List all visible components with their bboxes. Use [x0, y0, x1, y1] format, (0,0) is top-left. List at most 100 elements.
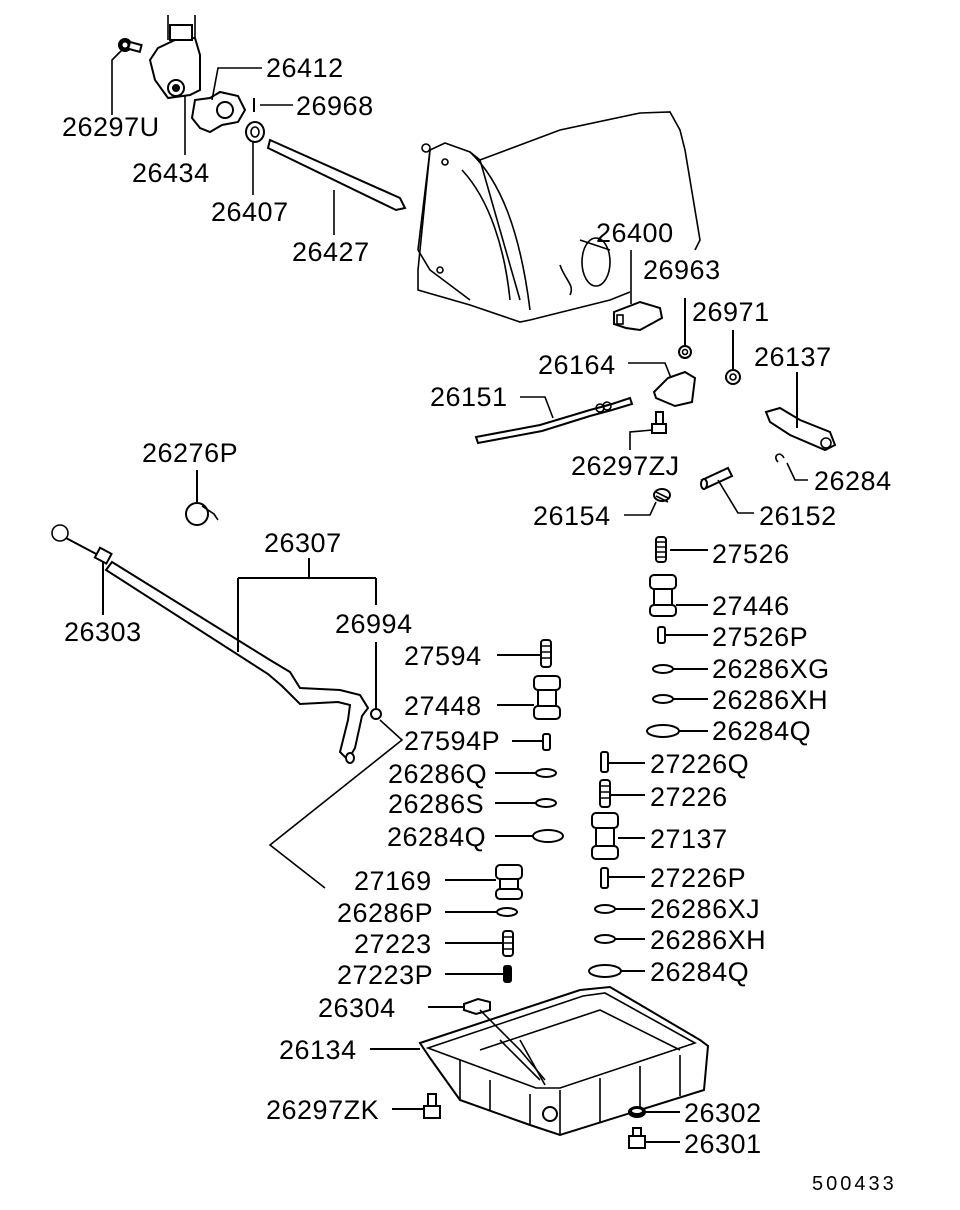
spring-27594: [540, 639, 552, 668]
rod-26151: [474, 396, 634, 445]
label-26286XG[interactable]: 26286XG: [712, 654, 830, 684]
label-26286P[interactable]: 26286P: [337, 898, 433, 928]
lever-26137: [764, 406, 837, 452]
label-26164[interactable]: 26164: [538, 350, 616, 380]
label-27137[interactable]: 27137: [650, 824, 728, 854]
spring-27226Q: [600, 751, 609, 773]
label-27226[interactable]: 27226: [650, 782, 728, 812]
plug-27223P: [503, 965, 512, 983]
o-ring-26286P: [496, 907, 518, 917]
manual-lever-26412: [190, 90, 247, 134]
label-26286XH[interactable]: 26286XH: [650, 925, 766, 955]
label-27594P[interactable]: 27594P: [404, 726, 500, 756]
diagram-reference-number: 500433: [812, 1173, 897, 1195]
piston-27446: [649, 574, 677, 617]
label-26284Q[interactable]: 26284Q: [387, 822, 486, 852]
label-27226Q[interactable]: 27226Q: [650, 749, 749, 779]
seal-26407: [245, 121, 265, 143]
clamp-26276P: [185, 502, 219, 526]
label-26152[interactable]: 26152: [759, 501, 837, 531]
label-27446[interactable]: 27446: [712, 591, 790, 621]
label-26304[interactable]: 26304: [318, 993, 396, 1023]
nut-26971: [725, 369, 741, 385]
shaft-26427: [266, 138, 407, 212]
label-26963[interactable]: 26963: [643, 255, 721, 285]
oil-pan-26134: [418, 985, 710, 1137]
magnet-26304: [463, 997, 491, 1016]
label-26994[interactable]: 26994: [335, 609, 413, 639]
label-27594[interactable]: 27594: [404, 641, 482, 671]
label-26286XJ[interactable]: 26286XJ: [650, 894, 760, 924]
label-26971[interactable]: 26971: [692, 297, 770, 327]
label-26137[interactable]: 26137: [754, 342, 832, 372]
piston-27137: [591, 812, 619, 860]
o-ring-26286Q: [535, 768, 557, 778]
label-27526P[interactable]: 27526P: [712, 622, 808, 652]
label-26297ZK[interactable]: 26297ZK: [266, 1095, 379, 1125]
label-27226P[interactable]: 27226P: [650, 863, 746, 893]
label-26407[interactable]: 26407: [211, 197, 289, 227]
bolt-26297ZJ: [651, 411, 667, 434]
label-26307[interactable]: 26307: [264, 528, 342, 558]
washer-26963: [678, 345, 692, 359]
pin-26152: [700, 466, 734, 490]
piston-27448: [533, 675, 561, 720]
label-26134[interactable]: 26134: [279, 1035, 357, 1065]
drain-plug-26301: [628, 1127, 646, 1149]
spring-27223: [502, 930, 514, 957]
label-26302[interactable]: 26302: [684, 1098, 762, 1128]
spring-27526: [655, 536, 667, 563]
spring-27226: [599, 779, 611, 808]
label-26400[interactable]: 26400: [596, 218, 674, 248]
snap-ring-26284Q-a: [646, 724, 680, 738]
leader-lines: [102, 47, 808, 1143]
label-26427[interactable]: 26427: [292, 237, 370, 267]
label-26434[interactable]: 26434: [132, 158, 210, 188]
label-26303[interactable]: 26303: [64, 617, 142, 647]
piston-27169: [495, 864, 523, 900]
label-26301[interactable]: 26301: [684, 1129, 762, 1159]
o-ring-26286XH-b: [594, 934, 616, 944]
label-27448[interactable]: 27448: [404, 691, 482, 721]
gasket-26302: [628, 1106, 646, 1118]
label-27223P[interactable]: 27223P: [337, 960, 433, 990]
o-ring-26994: [370, 708, 382, 720]
label-26151[interactable]: 26151: [430, 382, 508, 412]
label-26968[interactable]: 26968: [296, 91, 374, 121]
label-26297U[interactable]: 26297U: [62, 112, 160, 142]
o-ring-26286S: [535, 798, 557, 808]
transmission-case: [417, 111, 701, 323]
label-26297ZJ[interactable]: 26297ZJ: [571, 451, 680, 481]
o-ring-26286XJ: [594, 904, 616, 914]
label-26284Q[interactable]: 26284Q: [712, 716, 811, 746]
label-26286Q[interactable]: 26286Q: [388, 759, 487, 789]
label-26284[interactable]: 26284: [814, 466, 892, 496]
label-26276P[interactable]: 26276P: [142, 438, 238, 468]
snap-ring-26284Q-b: [532, 829, 564, 843]
label-26284Q[interactable]: 26284Q: [650, 957, 749, 987]
label-26154[interactable]: 26154: [533, 501, 611, 531]
label-26412[interactable]: 26412: [266, 53, 344, 83]
label-27526[interactable]: 27526: [712, 539, 790, 569]
snap-ring-26284Q-c: [588, 964, 622, 978]
spring-27226P: [600, 867, 609, 889]
part-labels: 26412 26968 26297U 26434 26407 26427 264…: [62, 53, 897, 1195]
spring-27526P: [657, 626, 666, 644]
spring-26154: [653, 488, 671, 503]
o-ring-26286XH-a: [652, 694, 674, 704]
bracket-26164: [652, 370, 697, 408]
bracket-26400: [613, 300, 664, 332]
label-27169[interactable]: 27169: [354, 866, 432, 896]
spring-27594P: [542, 733, 551, 751]
clip-26284: [775, 453, 785, 463]
dipstick-26303: [51, 524, 113, 565]
dipstick-tube-26307: [104, 560, 370, 764]
inhibitor-switch-part: [148, 15, 201, 100]
label-26286S[interactable]: 26286S: [388, 789, 484, 819]
o-ring-26286XG: [652, 664, 674, 674]
bolt-26297ZK: [423, 1093, 441, 1119]
label-26286XH[interactable]: 26286XH: [712, 685, 828, 715]
bolt-26297U: [118, 38, 143, 54]
label-27223[interactable]: 27223: [354, 929, 432, 959]
